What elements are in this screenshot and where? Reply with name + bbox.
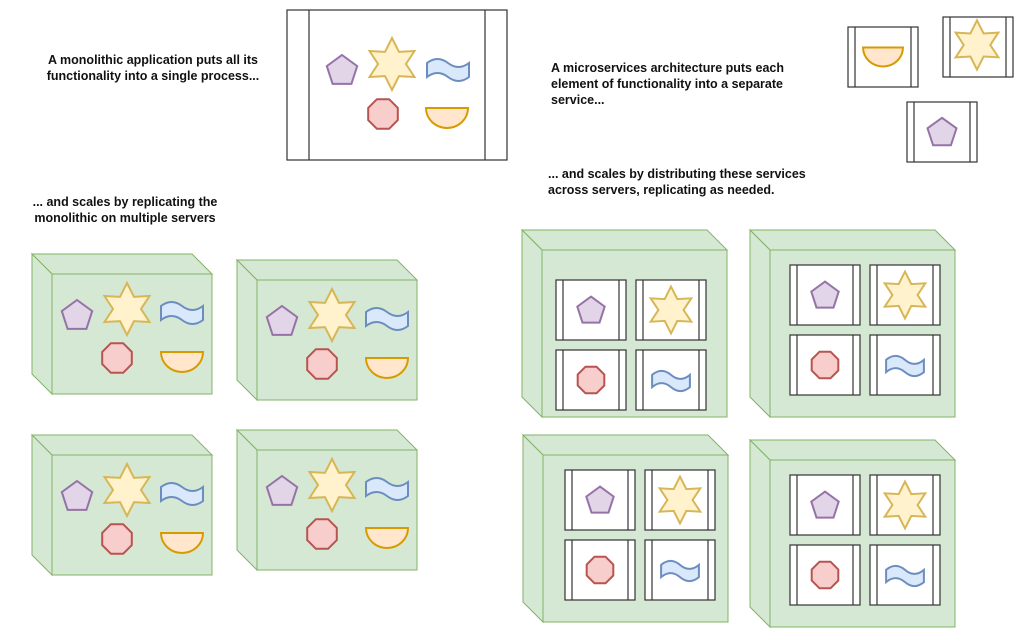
pentagon-icon (325, 53, 359, 85)
server-side-face (521, 228, 543, 419)
half-circle-icon (364, 527, 410, 549)
wave-icon (885, 354, 925, 378)
server-top-face (235, 259, 419, 281)
server-side-face (522, 433, 544, 624)
microservice-process (564, 469, 636, 531)
pentagon-icon (265, 304, 299, 336)
server-side-face (31, 252, 53, 396)
server-side-face (749, 438, 771, 629)
pentagon-icon (585, 485, 615, 514)
caption-line: A microservices architecture puts each (551, 61, 784, 75)
star-icon (102, 280, 152, 338)
star-icon (882, 479, 928, 531)
monolith-caption: A monolithic application puts all its fu… (28, 52, 278, 84)
microservice-process (869, 334, 941, 396)
pentagon-icon (60, 298, 94, 330)
wave-icon (365, 477, 409, 501)
wave-icon (160, 482, 204, 506)
server-top-face (748, 439, 957, 461)
star-icon (657, 474, 703, 526)
server-top-face (30, 253, 214, 275)
star-icon (367, 35, 417, 93)
microservice-process (789, 334, 861, 396)
caption-line: ... and scales by distributing these ser… (548, 167, 806, 181)
octagon-icon (576, 365, 606, 395)
star-icon (953, 18, 1001, 72)
wave-icon (426, 58, 470, 82)
octagon-icon (101, 342, 133, 374)
wave-icon (660, 559, 700, 583)
octagon-icon (585, 555, 615, 585)
server-top-face (30, 434, 214, 456)
octagon-icon (306, 348, 338, 380)
wave-icon (885, 564, 925, 588)
microservices-caption: A microservices architecture puts each e… (551, 60, 784, 108)
pentagon-icon (60, 479, 94, 511)
pentagon-icon (265, 474, 299, 506)
star-icon (648, 284, 694, 336)
half-circle-icon (862, 46, 904, 68)
half-circle-icon (364, 357, 410, 379)
caption-line: service... (551, 93, 605, 107)
pentagon-icon (926, 116, 958, 147)
server-top-face (235, 429, 419, 451)
pentagon-icon (810, 490, 840, 519)
star-icon (882, 269, 928, 321)
half-circle-icon (159, 532, 205, 554)
half-circle-icon (159, 351, 205, 373)
server-side-face (749, 228, 771, 419)
pentagon-icon (810, 280, 840, 309)
star-icon (307, 286, 357, 344)
monolith-process (286, 9, 508, 161)
server-top-face (520, 229, 729, 251)
wave-icon (651, 369, 691, 393)
wave-icon (365, 307, 409, 331)
process-box (555, 279, 627, 341)
server-side-face (236, 258, 258, 402)
star-icon (307, 456, 357, 514)
process-box (286, 9, 508, 161)
process-box (869, 334, 941, 396)
microservices-scale-caption: ... and scales by distributing these ser… (548, 166, 806, 198)
caption-line: monolithic on multiple servers (34, 211, 216, 225)
octagon-icon (367, 98, 399, 130)
octagon-icon (810, 560, 840, 590)
monolith-scale-caption: ... and scales by replicating the monoli… (10, 194, 240, 226)
wave-icon (160, 301, 204, 325)
microservice-process (555, 279, 627, 341)
server-top-face (521, 434, 730, 456)
octagon-icon (810, 350, 840, 380)
caption-line: functionality into a single process... (46, 69, 260, 83)
pentagon-icon (576, 295, 606, 324)
process-box (564, 469, 636, 531)
caption-line: element of functionality into a separate (551, 77, 783, 91)
caption-line: A monolithic application puts all its (48, 53, 258, 67)
octagon-icon (306, 518, 338, 550)
server-top-face (748, 229, 957, 251)
server-side-face (236, 428, 258, 572)
caption-line: ... and scales by replicating the (32, 195, 218, 209)
server-side-face (31, 433, 53, 577)
octagon-icon (101, 523, 133, 555)
star-icon (102, 461, 152, 519)
caption-line: across servers, replicating as needed. (548, 183, 775, 197)
half-circle-icon (424, 107, 470, 129)
